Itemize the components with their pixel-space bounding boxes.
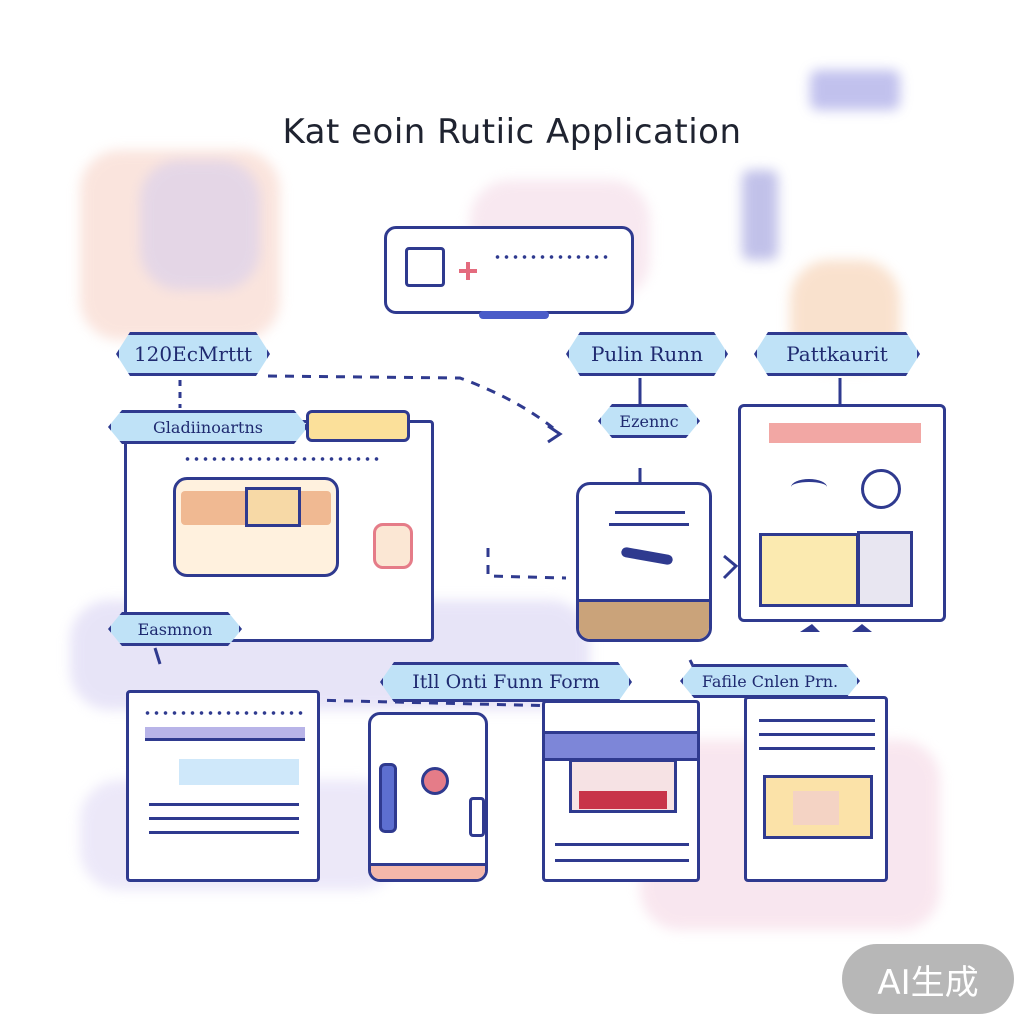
left-main-panel bbox=[124, 420, 434, 642]
dotted-text-line bbox=[143, 711, 303, 715]
window-bar bbox=[145, 727, 305, 741]
tag-top-mid: Pulin Runn bbox=[566, 332, 728, 376]
bottom-panel-4 bbox=[744, 696, 888, 882]
base-strip bbox=[371, 863, 485, 879]
image-box bbox=[245, 487, 301, 527]
text-line bbox=[759, 719, 875, 722]
dotted-text-line bbox=[493, 255, 609, 259]
tag-top-right: Pattkaurit bbox=[754, 332, 920, 376]
form-banner: Itll Onti Funn Form bbox=[380, 662, 632, 702]
right-main-panel bbox=[738, 404, 946, 622]
text-line bbox=[759, 747, 875, 750]
background-wash bbox=[810, 70, 900, 110]
background-wash bbox=[742, 170, 778, 260]
squiggle-icon bbox=[620, 546, 674, 566]
handle-left bbox=[379, 763, 397, 833]
header-bar bbox=[769, 423, 921, 443]
panel-left-header: Gladiinoartns bbox=[108, 410, 308, 444]
dotted-text-line bbox=[183, 457, 383, 461]
ai-generated-badge: AI生成 bbox=[842, 944, 1014, 1014]
text-block bbox=[179, 759, 299, 785]
tag-mid-small: Ezennc bbox=[598, 404, 700, 438]
text-line bbox=[615, 511, 685, 514]
text-line bbox=[759, 733, 875, 736]
device-card bbox=[857, 531, 913, 607]
plus-icon-stem bbox=[466, 262, 470, 280]
circle-slash-icon bbox=[861, 469, 901, 509]
tray-fill bbox=[579, 791, 667, 809]
text-line bbox=[609, 523, 689, 526]
text-line bbox=[149, 803, 299, 806]
right-banner: Fafile Cnlen Prn. bbox=[680, 664, 860, 698]
bottom-panel-1 bbox=[126, 690, 320, 882]
jar-fill bbox=[579, 599, 709, 639]
jar-panel bbox=[576, 482, 712, 642]
header-pill bbox=[306, 410, 410, 442]
text-line bbox=[149, 817, 299, 820]
handle-right bbox=[469, 797, 485, 837]
text-line bbox=[555, 843, 689, 846]
page-title: Kat eoin Rutiic Application bbox=[282, 112, 742, 152]
document-card bbox=[759, 533, 859, 607]
package-label bbox=[793, 791, 839, 825]
tag-top-left: 120EcMrttt bbox=[116, 332, 270, 376]
text-line bbox=[149, 831, 299, 834]
device-icon bbox=[405, 247, 445, 287]
text-line bbox=[555, 859, 689, 862]
arrow-icon bbox=[791, 479, 827, 495]
bottom-panel-3 bbox=[542, 700, 700, 882]
background-wash bbox=[140, 160, 260, 290]
lid-bar bbox=[542, 731, 700, 761]
top-device-panel bbox=[384, 226, 634, 319]
slider-handle bbox=[479, 311, 549, 319]
bottom-panel-2 bbox=[368, 712, 488, 882]
tag-left-small: Easmnon bbox=[108, 612, 242, 646]
knob-icon bbox=[421, 767, 449, 795]
camera-icon bbox=[373, 523, 413, 569]
